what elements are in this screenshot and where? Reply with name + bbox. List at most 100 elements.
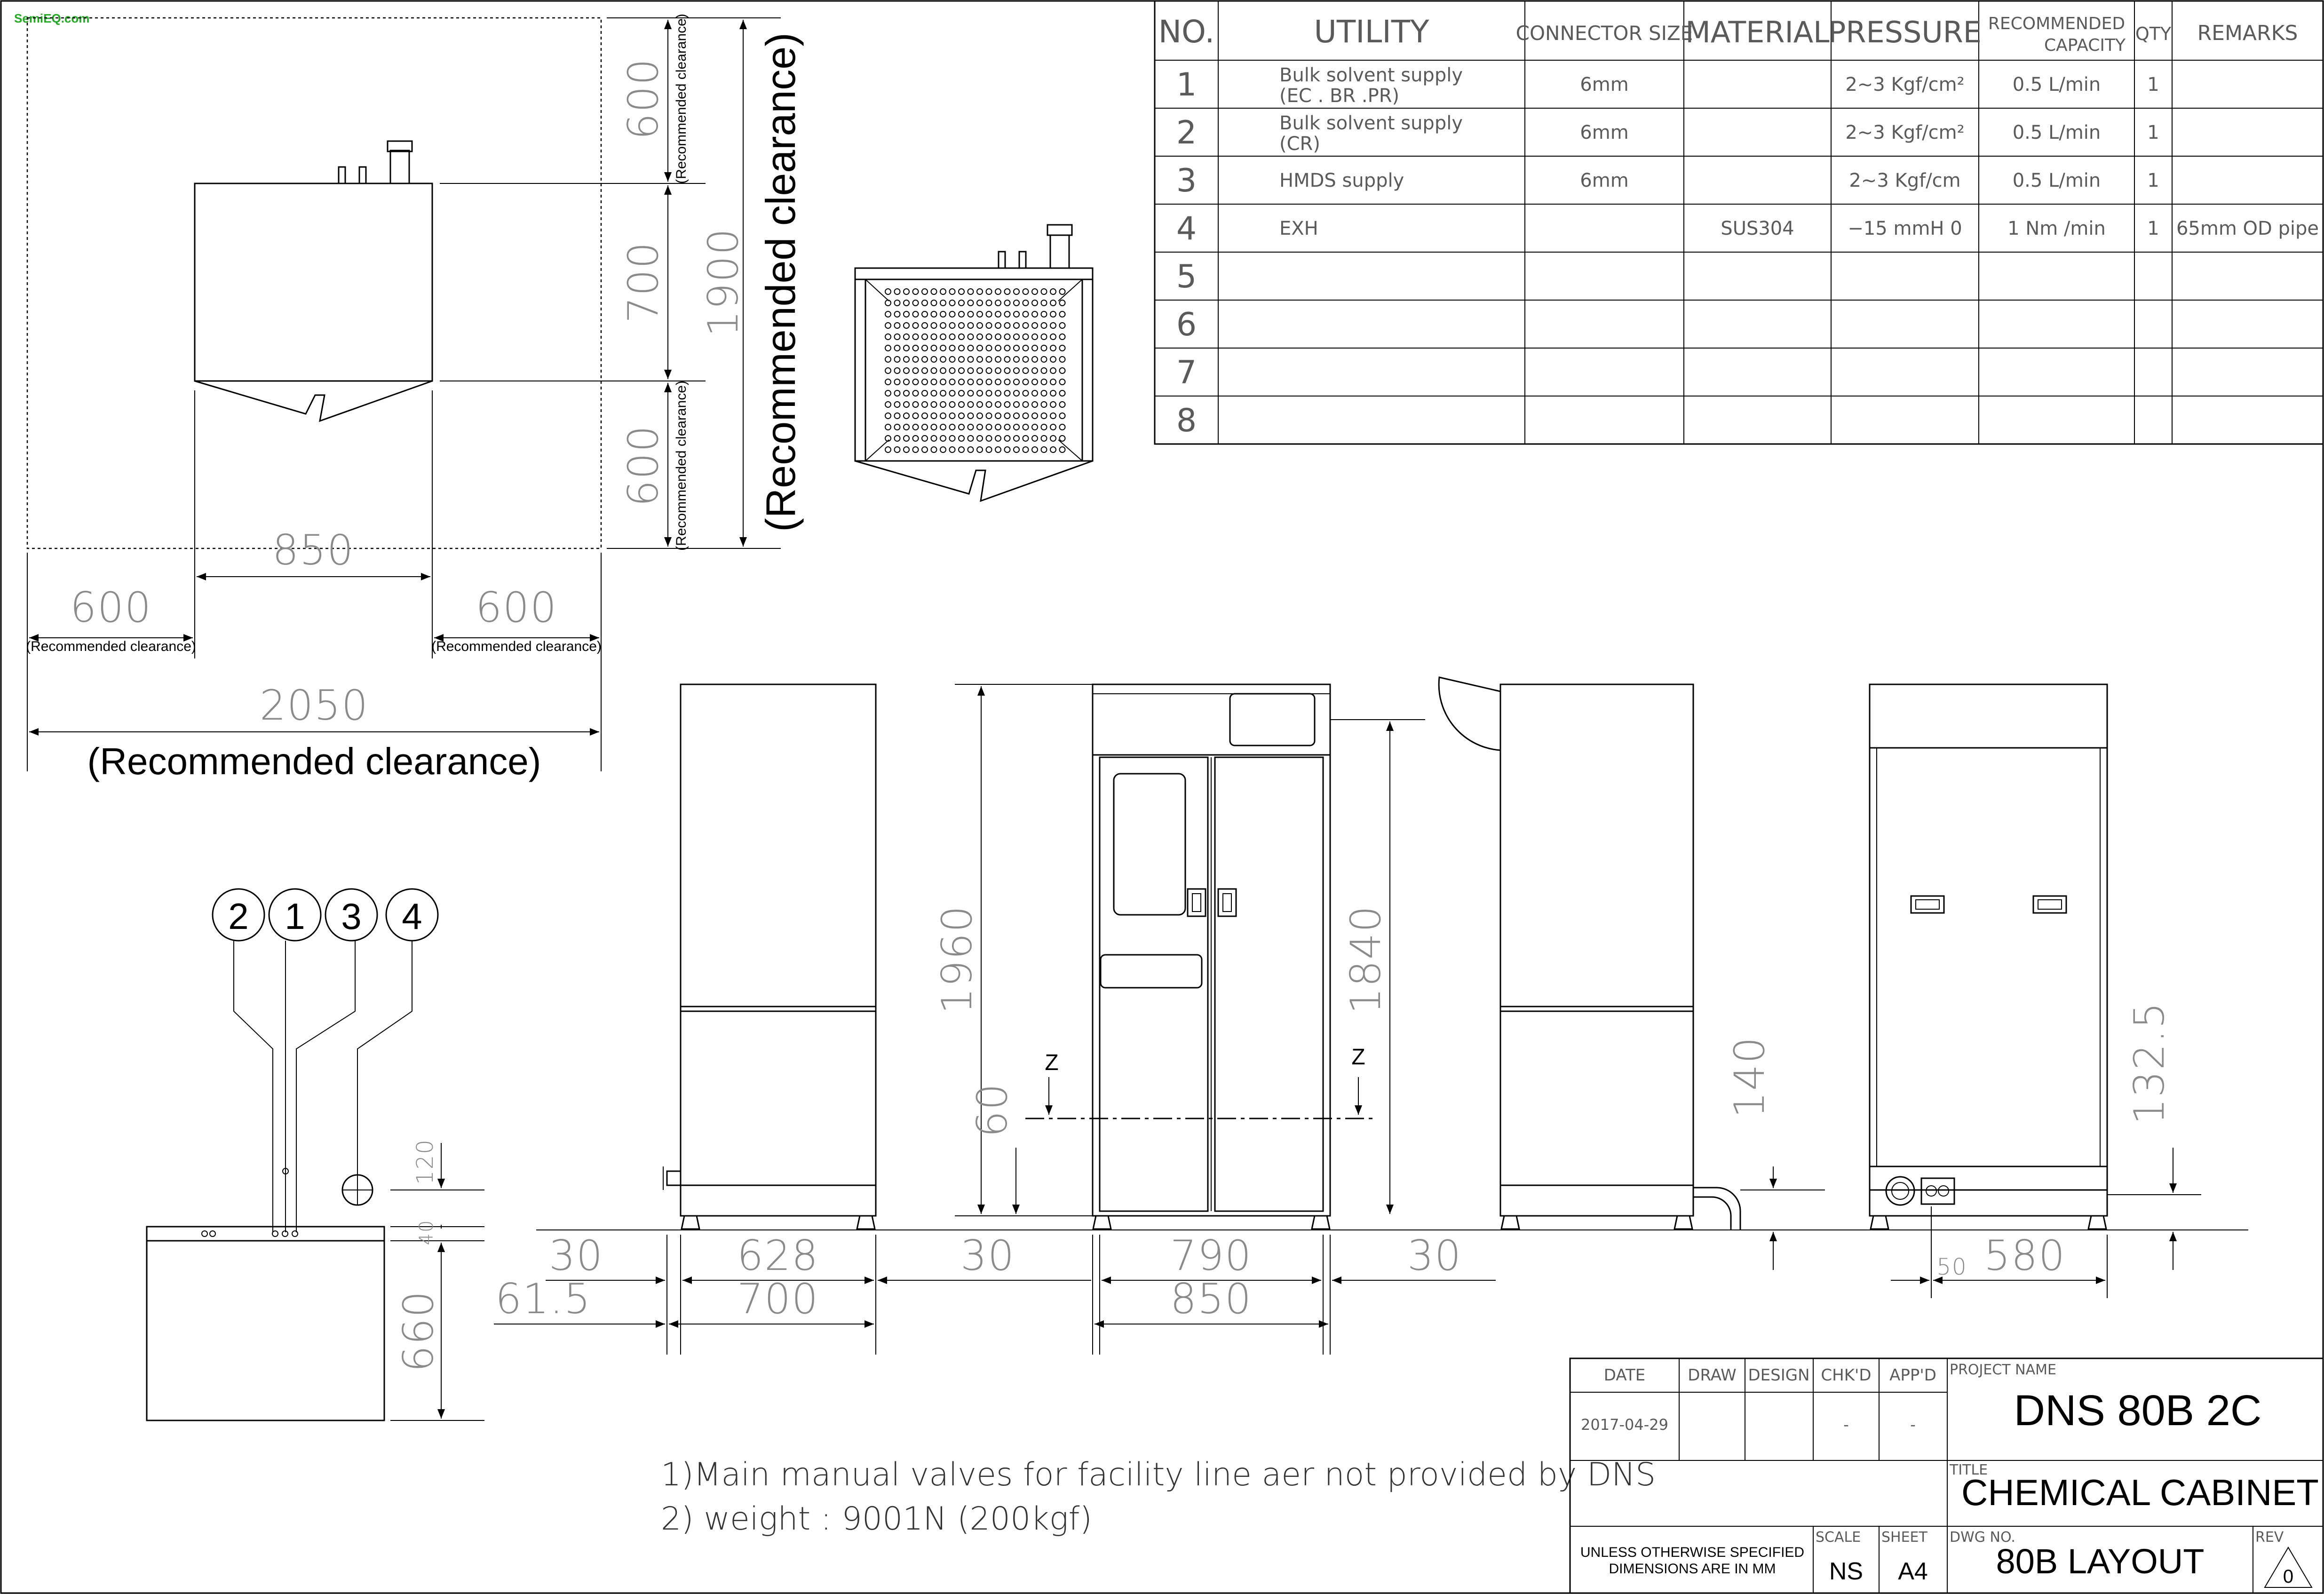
dim-850-plan: 850 xyxy=(272,526,354,574)
rear-exhaust-port-inner xyxy=(1891,1182,1909,1200)
perforation-hole xyxy=(894,333,901,340)
perforation-hole xyxy=(1050,446,1056,453)
perforation-hole xyxy=(995,311,1001,317)
tb-date-label: DATE xyxy=(1604,1366,1645,1385)
perforation-hole xyxy=(903,401,910,408)
port-dot xyxy=(292,1230,298,1237)
perforation-hole xyxy=(1004,379,1011,385)
perforation-hole xyxy=(1059,401,1066,408)
clearance-note-right: (Recommended clearance) xyxy=(431,639,602,654)
front-door-left[interactable] xyxy=(1099,756,1209,1212)
perforation-hole xyxy=(903,379,910,385)
perforation-hole xyxy=(1050,356,1056,363)
rear-body xyxy=(1869,683,2108,1217)
door-handle-right[interactable] xyxy=(1217,888,1237,917)
perforation-hole xyxy=(1004,390,1011,397)
supply-port xyxy=(1938,1185,1949,1197)
dim-628: 628 xyxy=(737,1231,819,1280)
perforation-hole xyxy=(903,356,910,363)
corner-line xyxy=(1058,439,1083,461)
perforation-hole xyxy=(949,379,956,385)
perforation-hole xyxy=(1050,424,1056,430)
perforation-hole xyxy=(912,435,919,442)
dim-600-left: 600 xyxy=(70,583,152,632)
perforation-hole xyxy=(1031,446,1038,453)
door-handle-left-inner xyxy=(1192,893,1201,912)
table-grid xyxy=(1155,1,2323,444)
perforation-hole xyxy=(894,300,901,306)
perforation-hole xyxy=(885,356,891,363)
perforation-hole xyxy=(1022,356,1029,363)
perforation-hole xyxy=(1040,446,1047,453)
perforation-hole xyxy=(967,345,974,351)
perforation-hole xyxy=(1059,390,1066,397)
perforation-hole xyxy=(958,424,965,430)
row-qty: 1 xyxy=(2147,170,2159,191)
perforation-hole xyxy=(1059,379,1066,385)
balloon-1 xyxy=(268,888,322,942)
front-door-right[interactable] xyxy=(1214,756,1324,1212)
tb-project-label: PROJECT NAME xyxy=(1950,1362,2056,1378)
perforation-hole xyxy=(985,424,992,430)
perforation-hole xyxy=(1022,322,1029,329)
perforation-hole xyxy=(967,322,974,329)
exhaust-cap xyxy=(387,140,413,152)
perforation-hole xyxy=(1059,311,1066,317)
perforation-hole xyxy=(885,333,891,340)
perforation-hole xyxy=(958,446,965,453)
perforation-hole xyxy=(930,333,937,340)
row-utility: Bulk solvent supply xyxy=(1279,112,1463,134)
perforation-hole xyxy=(967,435,974,442)
perforation-hole xyxy=(1040,300,1047,306)
port-dot xyxy=(282,1230,288,1237)
clearance-note-horizontal-large: (Recommended clearance) xyxy=(87,740,541,782)
clearance-note-bottom: (Recommended clearance) xyxy=(674,381,689,551)
perforation-hole xyxy=(976,311,983,317)
perforation-hole xyxy=(1059,446,1066,453)
front-label-plate xyxy=(1100,954,1203,989)
perforation-hole xyxy=(1022,300,1029,306)
tb-appd-value: - xyxy=(1910,1416,1916,1434)
door-handle-left[interactable] xyxy=(1187,888,1206,917)
perforation-hole xyxy=(1050,288,1056,295)
header-capacity-2: CAPACITY xyxy=(2044,36,2126,55)
row-material: SUS304 xyxy=(1721,218,1794,239)
perforation-hole xyxy=(949,412,956,419)
clearance-note-vertical-large: (Recommended clearance) xyxy=(757,32,804,531)
tb-unless-2: DIMENSIONS ARE IN MM xyxy=(1609,1561,1776,1577)
door-handle-right-inner xyxy=(1222,893,1232,912)
exhaust-port xyxy=(1049,234,1070,269)
perforation-hole xyxy=(885,412,891,419)
perforation-hole xyxy=(1004,401,1011,408)
dim-2050: 2050 xyxy=(260,681,369,730)
perforation-hole xyxy=(930,345,937,351)
perforation-hole xyxy=(940,322,946,329)
perforation-hole xyxy=(921,367,928,374)
perforation-hole xyxy=(921,356,928,363)
perforation-hole xyxy=(1031,356,1038,363)
perforation-hole xyxy=(958,367,965,374)
corner-line xyxy=(865,279,889,301)
perforation-hole xyxy=(921,311,928,317)
perforation-hole xyxy=(1040,345,1047,351)
perforation-hole xyxy=(967,300,974,306)
dim-700-elev: 700 xyxy=(737,1275,819,1323)
perforation-hole xyxy=(940,311,946,317)
perforation-hole xyxy=(894,401,901,408)
dim-600-right: 600 xyxy=(476,583,557,632)
perforation-hole xyxy=(1040,424,1047,430)
perforation-hole xyxy=(1050,435,1056,442)
perforation-hole xyxy=(967,446,974,453)
perforation-hole xyxy=(921,446,928,453)
perforation-hole xyxy=(1004,367,1011,374)
perforation-hole xyxy=(1022,345,1029,351)
note-2: 2) weight : 9001N (200kgf) xyxy=(661,1500,1092,1538)
perforation-hole xyxy=(1050,390,1056,397)
foot xyxy=(2087,1215,2107,1230)
perforation-hole xyxy=(949,401,956,408)
exhaust-cap xyxy=(1047,224,1073,236)
tb-scale-label: SCALE xyxy=(1816,1529,1861,1546)
perforation-hole xyxy=(1040,356,1047,363)
perforation-hole xyxy=(1050,379,1056,385)
perforation-hole xyxy=(967,288,974,295)
